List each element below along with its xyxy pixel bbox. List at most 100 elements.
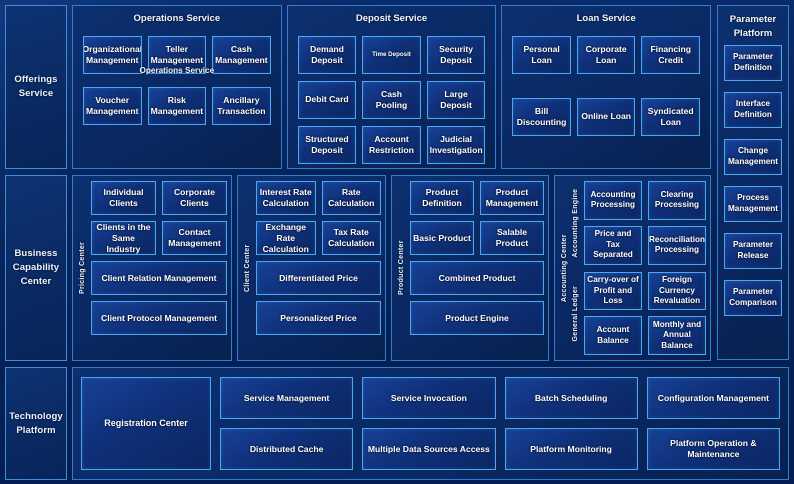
pricing-center-pair-2: Clients in the Same Industry Contact Man… [91,221,227,255]
cell-account-restriction[interactable]: Account Restriction [362,125,421,164]
cell-organizational-management[interactable]: Organizational Management [83,35,142,74]
offerings-service-label: Offerings Service [5,5,67,169]
accounting-center-body: Accounting Engine Accounting Processing … [570,181,706,355]
cell-time-deposit[interactable]: Time Deposit [362,35,421,74]
product-center-vlabel: Product Center [398,240,405,296]
operations-service-title: Operations Service [133,13,221,24]
cell-account-balance[interactable]: Account Balance [584,316,642,355]
cell-service-invocation[interactable]: Service Invocation [362,377,496,419]
cell-exchange-rate-calculation[interactable]: Exchange Rate Calculation [256,221,316,255]
cell-parameter-comparison[interactable]: Parameter Comparison [724,279,782,316]
cell-combined-product[interactable]: Combined Product [410,261,544,295]
cell-security-deposit[interactable]: Security Deposit [426,35,486,74]
cell-structured-deposit[interactable]: Structured Deposit [297,125,357,164]
cell-change-management[interactable]: Change Management [724,138,782,175]
cell-cash-pooling[interactable]: Cash Pooling [362,80,421,119]
parameter-platform-title: Parameter Platform [729,14,777,40]
general-ledger-vlabel: General Ledger [572,285,579,342]
pricing-center-vlabel: Pricing Center [79,241,86,295]
product-center-pair-1: Product Definition Product Management [410,181,544,215]
cell-debit-card[interactable]: Debit Card [297,80,357,119]
cell-clients-same-industry[interactable]: Clients in the Same Industry [91,221,156,255]
pricing-center-wide-2: Client Protocol Management [91,301,227,335]
registration-center-wrap: Registration Center [81,377,211,470]
technology-items-grid: Service Management Service Invocation Ba… [220,377,780,470]
cell-registration-center[interactable]: Registration Center [81,377,211,470]
cell-syndicated-loan[interactable]: Syndicated Loan [641,97,701,136]
cell-foreign-currency-revaluation[interactable]: Foreign Currency Revaluation [648,271,706,311]
pricing-center-group[interactable]: Pricing Center Individual Clients Corpor… [72,175,232,361]
cell-carry-over-of-profit-and-loss[interactable]: Carry-over of Profit and Loss [584,271,642,311]
business-capability-center-row: Business Capability Center Pricing Cente… [5,175,789,361]
cell-corporate-clients[interactable]: Corporate Clients [162,181,227,215]
cell-voucher-management[interactable]: Voucher Management [83,86,142,125]
cell-financing-credit[interactable]: Financing Credit [641,35,701,74]
loan-service-grid-top: Personal Loan Corporate Loan Financing C… [506,35,706,74]
cell-price-and-tax-separated[interactable]: Price and Tax Separated [584,225,642,265]
operations-service-group[interactable]: Operations Service Organizational Manage… [72,5,282,169]
cell-basic-product[interactable]: Basic Product [410,221,474,255]
cell-interface-definition[interactable]: Interface Definition [724,91,782,128]
cell-ancillary-transaction[interactable]: Ancillary Transaction [212,86,271,125]
deposit-service-group[interactable]: Deposit Service Demand Deposit Time Depo… [286,5,497,169]
loan-service-group[interactable]: Loan Service Personal Loan Corporate Loa… [501,5,712,169]
technology-platform-label: Technology Platform [5,367,67,480]
cell-accounting-processing[interactable]: Accounting Processing [584,181,642,220]
client-center-group[interactable]: Client Center Interest Rate Calculation … [237,175,386,361]
cell-risk-management[interactable]: Risk Management [147,86,207,125]
cell-process-management[interactable]: Process Management [724,185,782,222]
client-center-pair-1: Interest Rate Calculation Rate Calculati… [256,181,381,215]
cell-salable-product[interactable]: Salable Product [480,221,544,255]
cell-contact-management[interactable]: Contact Management [162,221,227,255]
cell-reconciliation-processing[interactable]: Reconciliation Processing [648,225,706,265]
client-center-wide-1: Differentiated Price [256,261,381,295]
parameter-platform-group[interactable]: Parameter Platform Parameter Definition … [717,5,789,360]
cell-platform-monitoring[interactable]: Platform Monitoring [504,428,638,470]
cell-large-deposit[interactable]: Large Deposit [426,80,486,119]
loan-service-title: Loan Service [576,13,636,24]
cell-service-management[interactable]: Service Management [220,377,354,419]
cell-online-loan[interactable]: Online Loan [576,97,636,136]
cell-product-definition[interactable]: Product Definition [410,181,474,215]
business-capability-center-label: Business Capability Center [5,175,67,361]
general-ledger-grid: Carry-over of Profit and Loss Foreign Cu… [584,271,706,355]
cell-batch-scheduling[interactable]: Batch Scheduling [504,377,638,419]
cell-product-engine[interactable]: Product Engine [410,301,544,335]
product-center-pair-2: Basic Product Salable Product [410,221,544,255]
cell-multiple-data-sources-access[interactable]: Multiple Data Sources Access [362,428,496,470]
cell-parameter-release[interactable]: Parameter Release [724,232,782,269]
cell-client-relation-management[interactable]: Client Relation Management [91,261,227,295]
cell-distributed-cache[interactable]: Distributed Cache [220,428,354,470]
cell-differentiated-price[interactable]: Differentiated Price [256,261,381,295]
operations-service-grid-bottom: Voucher Management Risk Management Ancil… [77,86,277,125]
cell-interest-rate-calculation[interactable]: Interest Rate Calculation [256,181,316,215]
technology-platform-group[interactable]: Registration Center Service Management S… [72,367,789,480]
client-center-wide-2: Personalized Price [256,301,381,335]
cell-personalized-price[interactable]: Personalized Price [256,301,381,335]
cell-cash-management[interactable]: Cash Management [212,35,271,74]
cell-individual-clients[interactable]: Individual Clients [91,181,156,215]
cell-product-management[interactable]: Product Management [480,181,544,215]
product-center-group[interactable]: Product Center Product Definition Produc… [391,175,549,361]
cell-monthly-and-annual-balance[interactable]: Monthly and Annual Balance [648,316,706,355]
cell-platform-operation-maintenance[interactable]: Platform Operation & Maintenance [646,428,780,470]
cell-demand-deposit[interactable]: Demand Deposit [297,35,357,74]
cell-rate-calculation[interactable]: Rate Calculation [321,181,381,215]
general-ledger-section: General Ledger Carry-over of Profit and … [570,271,706,355]
cell-teller-management[interactable]: Teller Management [147,35,207,74]
cell-client-protocol-management[interactable]: Client Protocol Management [91,301,227,335]
business-capability-groups: Pricing Center Individual Clients Corpor… [72,175,711,361]
cell-clearing-processing[interactable]: Clearing Processing [648,181,706,220]
cell-corporate-loan[interactable]: Corporate Loan [576,35,636,74]
client-center-body: Interest Rate Calculation Rate Calculati… [253,181,381,355]
cell-judicial-investigation[interactable]: Judicial Investigation [426,125,486,164]
cell-bill-discounting[interactable]: Bill Discounting [512,97,571,136]
cell-parameter-definition[interactable]: Parameter Definition [724,44,782,81]
cell-configuration-management[interactable]: Configuration Management [646,377,780,419]
cell-tax-rate-calculation[interactable]: Tax Rate Calculation [321,221,381,255]
technology-platform-row: Technology Platform Registration Center … [5,367,789,480]
client-center-pair-2: Exchange Rate Calculation Tax Rate Calcu… [256,221,381,255]
accounting-center-group[interactable]: Accounting Center Accounting Engine Acco… [554,175,711,361]
cell-personal-loan[interactable]: Personal Loan [512,35,571,74]
